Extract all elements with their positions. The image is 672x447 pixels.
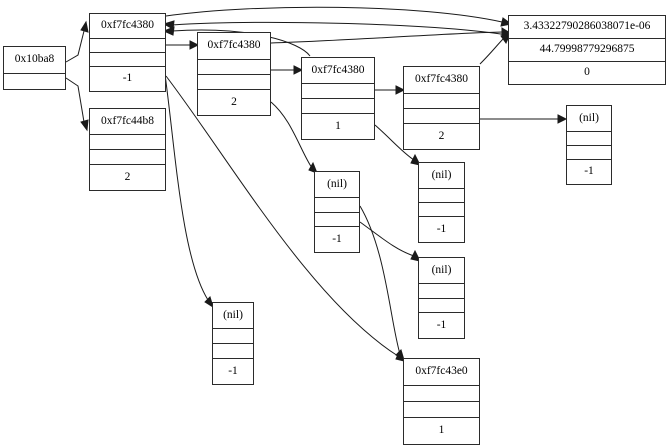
node-n4-cell-0: 0xf7fc4380: [302, 58, 374, 85]
node-n3-cell-1: [198, 60, 270, 75]
node-n1-cell-3: -1: [122, 72, 133, 85]
node-nil-2-cell-3: -1: [332, 232, 342, 245]
node-nil-5-cell-1: [213, 329, 253, 344]
edge-n1-to-val-top: [165, 6, 513, 27]
node-n3-cell-0: 0xf7fc4380: [198, 33, 270, 60]
node-nil-4-cell-3: -1: [436, 318, 447, 331]
edge-root-to-n1: [65, 20, 89, 63]
node-nil-4-cell-2: [419, 299, 464, 313]
node-n2-cell-3: 2: [124, 170, 131, 183]
node-n2-cell-2: [90, 150, 165, 165]
node-nil-3-cell-1: [419, 189, 464, 203]
node-n5-cell-1: [404, 94, 479, 109]
node-root-cell-0: 0x10ba8: [4, 47, 65, 75]
node-value-cell-0: 3.43322790286038071e-06: [509, 16, 665, 39]
node-n1-cell-1: [90, 39, 165, 53]
node-root[interactable]: 0x10ba8: [3, 46, 66, 90]
edge-n3-to-val: [270, 27, 512, 44]
node-n1-cell-2: [90, 53, 165, 67]
node-n5-cell-2: [404, 109, 479, 124]
node-nil-1-cell-2: [567, 146, 611, 160]
edge-n4-to-n5: [375, 85, 406, 95]
node-value[interactable]: 3.43322790286038071e-06 44.7999877929687…: [508, 15, 666, 85]
node-nil-2-cell-2: [315, 213, 359, 227]
node-nil-2-cell-1: [315, 198, 359, 213]
edge-n5-to-nil1: [480, 114, 568, 124]
node-root-cell-1: [4, 74, 65, 89]
node-n5[interactable]: 0xf7fc4380 2: [403, 66, 480, 150]
node-n1-cell-0: 0xf7fc4380: [90, 14, 165, 40]
node-nil-4-cell-0: (nil): [419, 258, 464, 284]
node-n4-cell-3: 1: [335, 119, 341, 132]
edge-nil2-to-nil4: [359, 221, 421, 262]
node-nil-5-cell-3: -1: [228, 364, 238, 377]
node-value-cell-2: 0: [584, 66, 590, 79]
node-n4-cell-1: [302, 84, 374, 99]
node-nil-5-cell-0: (nil): [213, 303, 253, 330]
node-n2[interactable]: 0xf7fc44b8 2: [89, 108, 166, 191]
node-n4[interactable]: 0xf7fc4380 1: [301, 57, 375, 140]
node-n5-cell-0: 0xf7fc4380: [404, 67, 479, 94]
node-nil-1-cell-1: [567, 132, 611, 146]
edge-root-to-n2: [65, 77, 89, 132]
node-nil-5-cell-2: [213, 344, 253, 359]
node-value-cell-1: 44.79998779296875: [509, 39, 665, 62]
node-n1[interactable]: 0xf7fc4380 -1: [89, 13, 166, 92]
node-nil-3[interactable]: (nil) -1: [418, 162, 465, 243]
edge-n3-to-n4: [271, 65, 304, 75]
node-n3-cell-3: 2: [231, 95, 237, 108]
node-nil-4-cell-1: [419, 284, 464, 299]
edge-n5-to-val: [479, 33, 511, 65]
edge-n1-to-n3: [166, 40, 200, 50]
node-nil-2-cell-0: (nil): [315, 172, 359, 198]
node-nil-1-cell-0: (nil): [567, 106, 611, 132]
node-nil-1[interactable]: (nil) -1: [566, 105, 612, 185]
node-n6-cell-1: [404, 386, 479, 402]
node-nil-1-cell-3: -1: [584, 165, 594, 177]
node-nil-3-cell-3: -1: [436, 222, 447, 235]
node-nil-2[interactable]: (nil) -1: [314, 171, 360, 253]
node-n2-cell-0: 0xf7fc44b8: [90, 109, 165, 136]
node-nil-3-cell-2: [419, 203, 464, 218]
node-n6-cell-3: 1: [438, 424, 445, 437]
node-n3[interactable]: 0xf7fc4380 2: [197, 32, 271, 116]
node-n2-cell-1: [90, 135, 165, 150]
node-nil-5[interactable]: (nil) -1: [212, 302, 254, 385]
node-n6-cell-0: 0xf7fc43e0: [404, 359, 479, 387]
node-n6-cell-2: [404, 402, 479, 418]
node-nil-3-cell-0: (nil): [419, 163, 464, 189]
edge-nil2-to-n6: [359, 205, 405, 362]
node-nil-4[interactable]: (nil) -1: [418, 257, 465, 339]
node-n4-cell-2: [302, 99, 374, 114]
node-n3-cell-2: [198, 75, 270, 90]
node-n6[interactable]: 0xf7fc43e0 1: [403, 358, 480, 445]
node-n5-cell-3: 2: [438, 129, 445, 142]
